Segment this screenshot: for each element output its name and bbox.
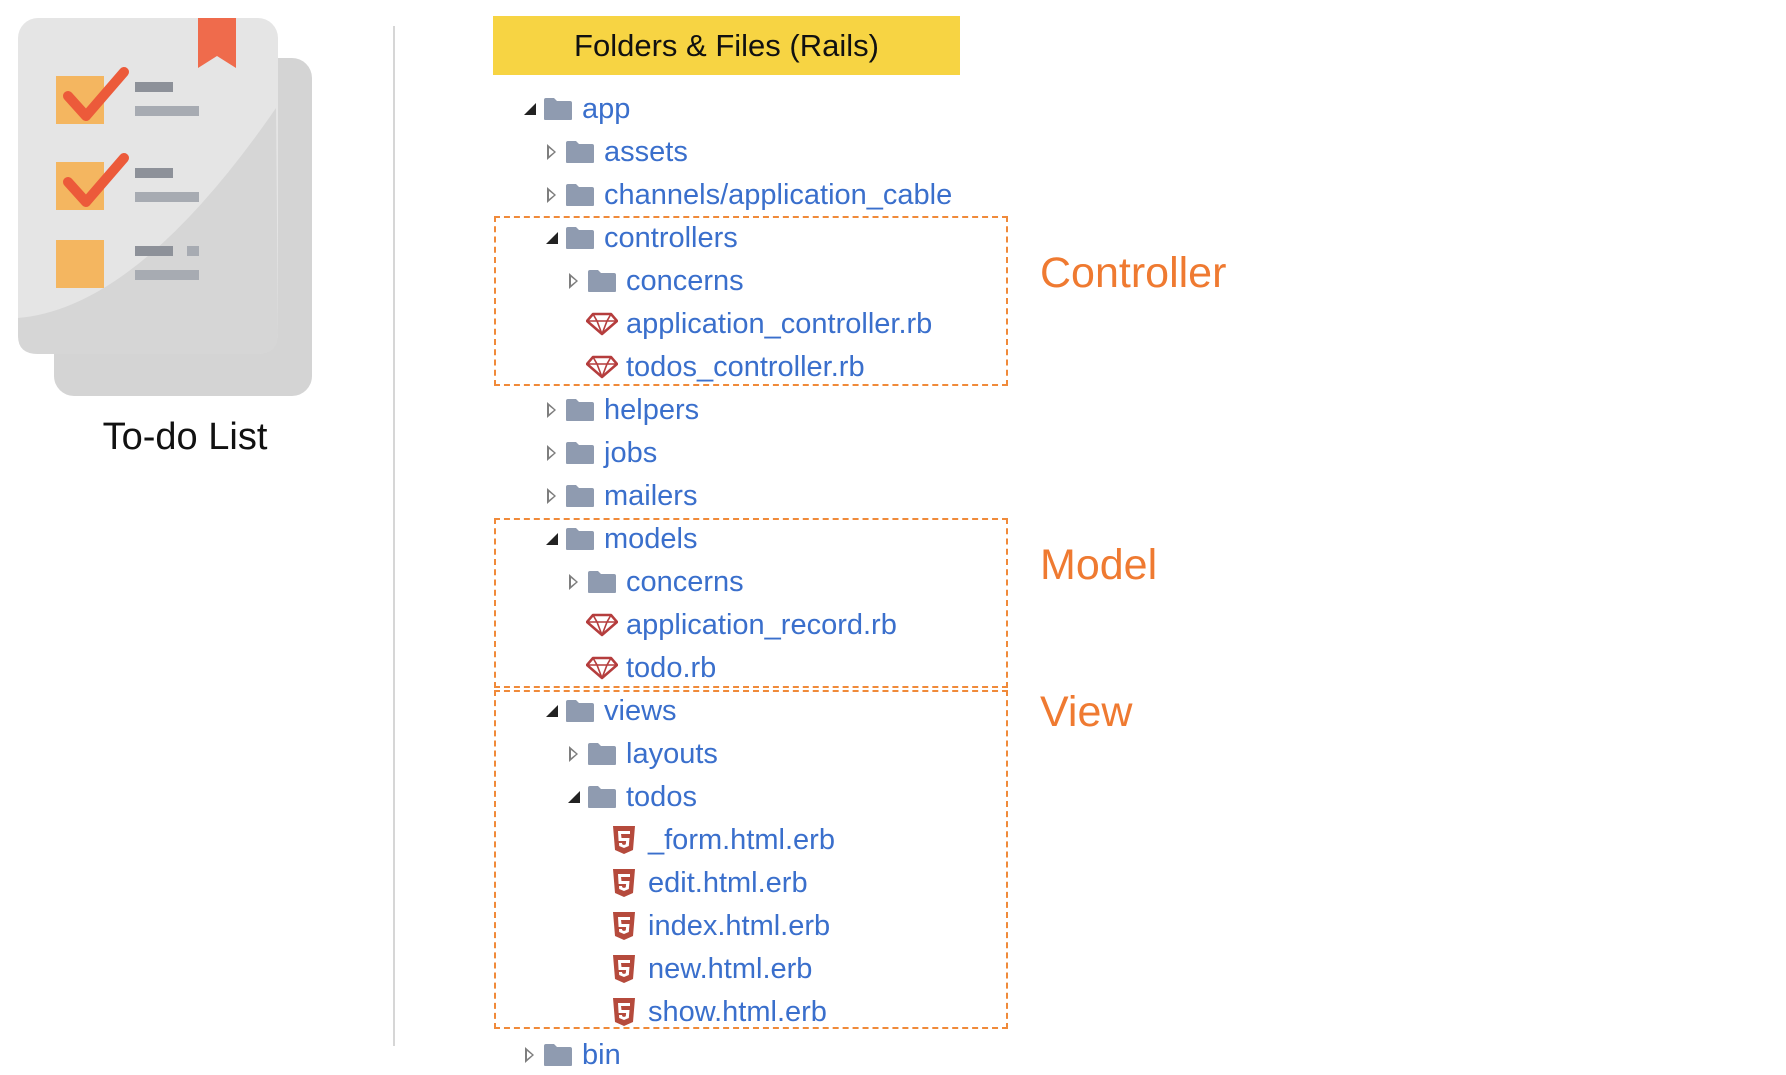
ruby-gem-icon bbox=[586, 605, 618, 645]
folder-icon bbox=[564, 433, 596, 473]
tree-row-bin[interactable]: bin bbox=[520, 1035, 621, 1075]
tree-row-concerns[interactable]: concerns bbox=[564, 261, 744, 301]
html5-icon bbox=[608, 863, 640, 903]
expanded-triangle-icon[interactable] bbox=[542, 691, 564, 731]
expanded-triangle-icon[interactable] bbox=[564, 777, 586, 817]
folder-icon bbox=[586, 261, 618, 301]
collapsed-triangle-icon[interactable] bbox=[542, 390, 564, 430]
tree-row-models[interactable]: models bbox=[542, 519, 698, 559]
tree-row-edit-html-erb[interactable]: edit.html.erb bbox=[586, 863, 808, 903]
expanded-triangle-icon[interactable] bbox=[542, 519, 564, 559]
collapsed-triangle-icon[interactable] bbox=[520, 1035, 542, 1075]
tree-item-label: bin bbox=[582, 1038, 621, 1071]
tree-item-label: assets bbox=[604, 135, 688, 168]
folder-icon bbox=[586, 562, 618, 602]
controller-label: Controller bbox=[1040, 249, 1227, 297]
folder-icon bbox=[586, 734, 618, 774]
tree-item-label: edit.html.erb bbox=[648, 866, 808, 899]
tree-row-views[interactable]: views bbox=[542, 691, 677, 731]
tree-row-todo-rb[interactable]: todo.rb bbox=[564, 648, 716, 688]
tree-row-controllers[interactable]: controllers bbox=[542, 218, 738, 258]
tree-row-index-html-erb[interactable]: index.html.erb bbox=[586, 906, 830, 946]
ruby-gem-icon bbox=[586, 347, 618, 387]
html5-icon bbox=[608, 992, 640, 1032]
tree-row-app[interactable]: app bbox=[520, 89, 630, 129]
expanded-triangle-icon[interactable] bbox=[520, 89, 542, 129]
tree-item-label: todos bbox=[626, 780, 697, 813]
tree-item-label: index.html.erb bbox=[648, 909, 831, 942]
tree-item-label: app bbox=[582, 92, 631, 125]
tree-row-todos[interactable]: todos bbox=[564, 777, 697, 817]
collapsed-triangle-icon[interactable] bbox=[564, 261, 586, 301]
view-label: View bbox=[1040, 688, 1133, 736]
collapsed-triangle-icon[interactable] bbox=[542, 175, 564, 215]
tree-row-show-html-erb[interactable]: show.html.erb bbox=[586, 992, 827, 1032]
html5-icon bbox=[608, 906, 640, 946]
tree-item-label: new.html.erb bbox=[648, 952, 813, 985]
tree-row-application-controller-rb[interactable]: application_controller.rb bbox=[564, 304, 932, 344]
folder-icon bbox=[564, 691, 596, 731]
tree-row-channels-application-cable[interactable]: channels/application_cable bbox=[542, 175, 952, 215]
collapsed-triangle-icon[interactable] bbox=[542, 476, 564, 516]
tree-row-jobs[interactable]: jobs bbox=[542, 433, 657, 473]
tree-item-label: helpers bbox=[604, 393, 700, 426]
ruby-gem-icon bbox=[586, 648, 618, 688]
folder-icon bbox=[564, 132, 596, 172]
folder-icon bbox=[564, 218, 596, 258]
tree-item-label: views bbox=[604, 694, 677, 727]
tree-item-label: application_record.rb bbox=[626, 608, 897, 641]
tree-row-form-html-erb[interactable]: _form.html.erb bbox=[586, 820, 835, 860]
view-group-box bbox=[494, 690, 1008, 1029]
folder-icon bbox=[564, 519, 596, 559]
collapsed-triangle-icon[interactable] bbox=[564, 734, 586, 774]
tree-row-new-html-erb[interactable]: new.html.erb bbox=[586, 949, 812, 989]
html5-icon bbox=[608, 820, 640, 860]
folder-icon bbox=[564, 390, 596, 430]
tree-row-mailers[interactable]: mailers bbox=[542, 476, 697, 516]
tree-item-label: todos_controller.rb bbox=[626, 350, 865, 383]
folder-icon bbox=[542, 1035, 574, 1075]
folder-icon bbox=[564, 175, 596, 215]
tree-item-label: concerns bbox=[626, 264, 744, 297]
folder-icon bbox=[586, 777, 618, 817]
tree-row-todos-controller-rb[interactable]: todos_controller.rb bbox=[564, 347, 865, 387]
folder-icon bbox=[542, 89, 574, 129]
app-label: To-do List bbox=[102, 416, 268, 458]
collapsed-triangle-icon[interactable] bbox=[564, 562, 586, 602]
tree-item-label: mailers bbox=[604, 479, 698, 512]
tree-item-label: _form.html.erb bbox=[648, 823, 835, 856]
tree-row-concerns[interactable]: concerns bbox=[564, 562, 744, 602]
tree-row-assets[interactable]: assets bbox=[542, 132, 688, 172]
folder-icon bbox=[564, 476, 596, 516]
todo-checklist-icon bbox=[18, 18, 312, 396]
ruby-gem-icon bbox=[586, 304, 618, 344]
tree-item-label: layouts bbox=[626, 737, 718, 770]
tree-item-label: application_controller.rb bbox=[626, 307, 933, 340]
controller-group-box bbox=[494, 216, 1008, 386]
tree-item-label: concerns bbox=[626, 565, 744, 598]
collapsed-triangle-icon[interactable] bbox=[542, 132, 564, 172]
tree-item-label: models bbox=[604, 522, 698, 555]
tree-row-application-record-rb[interactable]: application_record.rb bbox=[564, 605, 897, 645]
html5-icon bbox=[608, 949, 640, 989]
tree-item-label: controllers bbox=[604, 221, 738, 254]
tree-title: Folders & Files (Rails) bbox=[493, 16, 960, 75]
tree-row-layouts[interactable]: layouts bbox=[564, 734, 718, 774]
collapsed-triangle-icon[interactable] bbox=[542, 433, 564, 473]
tree-item-label: channels/application_cable bbox=[604, 178, 953, 211]
tree-item-label: jobs bbox=[604, 436, 658, 469]
tree-item-label: show.html.erb bbox=[648, 995, 827, 1028]
model-label: Model bbox=[1040, 541, 1158, 589]
model-group-box bbox=[494, 518, 1008, 688]
tree-row-helpers[interactable]: helpers bbox=[542, 390, 699, 430]
tree-item-label: todo.rb bbox=[626, 651, 717, 684]
expanded-triangle-icon[interactable] bbox=[542, 218, 564, 258]
divider bbox=[393, 26, 395, 1046]
